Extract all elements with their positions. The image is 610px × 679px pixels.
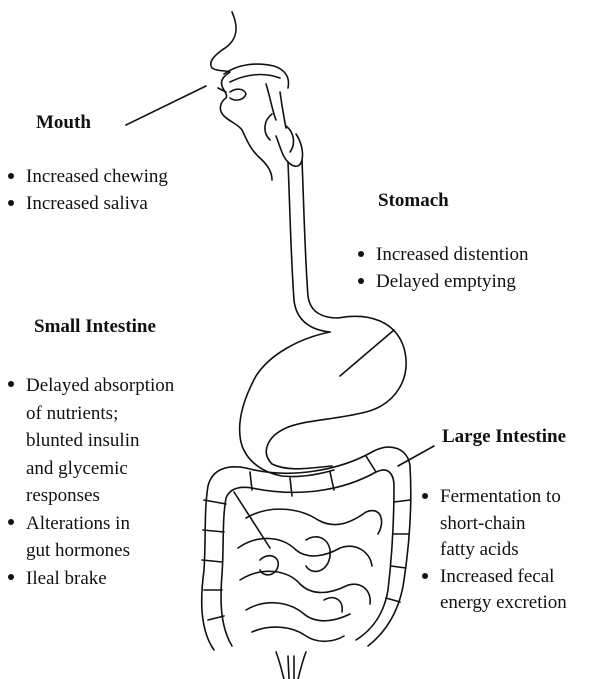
large-intestine-bullet-list: Fermentation to short-chain fatty acids … bbox=[420, 484, 567, 617]
small-intestine-bullet-3: Ileal brake bbox=[6, 565, 174, 593]
large-intestine-bullet-text: Increased fecal bbox=[440, 564, 567, 591]
mouth-bullet-text: Increased chewing bbox=[26, 164, 168, 191]
large-intestine-heading: Large Intestine bbox=[442, 426, 566, 448]
stomach-leader-line bbox=[340, 330, 394, 376]
large-intestine-bullet-text: fatty acids bbox=[440, 537, 567, 564]
stomach-bullet-text: Increased distention bbox=[376, 242, 528, 269]
large-intestine-bullet-text: energy excretion bbox=[440, 590, 567, 617]
mouth-bullet-1: Increased chewing bbox=[6, 164, 168, 191]
large-intestine-bullet-text: Fermentation to bbox=[440, 484, 567, 511]
stomach-bullet-text: Delayed emptying bbox=[376, 269, 528, 296]
mouth-bullet-2: Increased saliva bbox=[6, 191, 168, 218]
small-intestine-bullet-text: Delayed absorption bbox=[26, 372, 174, 400]
small-intestine-bullet-text: responses bbox=[26, 482, 174, 510]
mouth-bullet-text: Increased saliva bbox=[26, 191, 168, 218]
small-intestine-bullet-2: Alterations in gut hormones bbox=[6, 510, 174, 565]
large-intestine-outline bbox=[202, 447, 411, 650]
large-intestine-leader-line bbox=[398, 446, 434, 466]
small-intestine-bullet-text: Alterations in bbox=[26, 510, 174, 538]
head-profile bbox=[211, 12, 303, 180]
small-intestine-bullet-1: Delayed absorption of nutrients; blunted… bbox=[6, 372, 174, 510]
small-intestine-heading: Small Intestine bbox=[34, 316, 156, 338]
mouth-bullet-list: Increased chewing Increased saliva bbox=[6, 164, 168, 217]
esophagus bbox=[288, 160, 338, 332]
large-intestine-bullet-2: Increased fecal energy excretion bbox=[420, 564, 567, 617]
stomach-bullet-2: Delayed emptying bbox=[356, 269, 528, 296]
mouth-heading: Mouth bbox=[36, 112, 91, 134]
small-intestine-bullet-text: Ileal brake bbox=[26, 565, 174, 593]
small-intestine-bullet-text: gut hormones bbox=[26, 537, 174, 565]
large-intestine-bullet-1: Fermentation to short-chain fatty acids bbox=[420, 484, 567, 564]
small-intestine-bullet-text: of nutrients; bbox=[26, 400, 174, 428]
small-intestine-leader-line bbox=[234, 492, 270, 548]
small-intestine-bullet-list: Delayed absorption of nutrients; blunted… bbox=[6, 372, 174, 592]
stomach-bullet-list: Increased distention Delayed emptying bbox=[356, 242, 528, 295]
rectum bbox=[276, 652, 306, 679]
stomach-bullet-1: Increased distention bbox=[356, 242, 528, 269]
mouth-leader-line bbox=[126, 86, 206, 125]
small-intestine-bullet-text: and glycemic bbox=[26, 455, 174, 483]
stomach-heading: Stomach bbox=[378, 190, 449, 212]
small-intestine-coils bbox=[238, 509, 382, 641]
large-intestine-bullet-text: short-chain bbox=[440, 511, 567, 538]
small-intestine-bullet-text: blunted insulin bbox=[26, 427, 174, 455]
